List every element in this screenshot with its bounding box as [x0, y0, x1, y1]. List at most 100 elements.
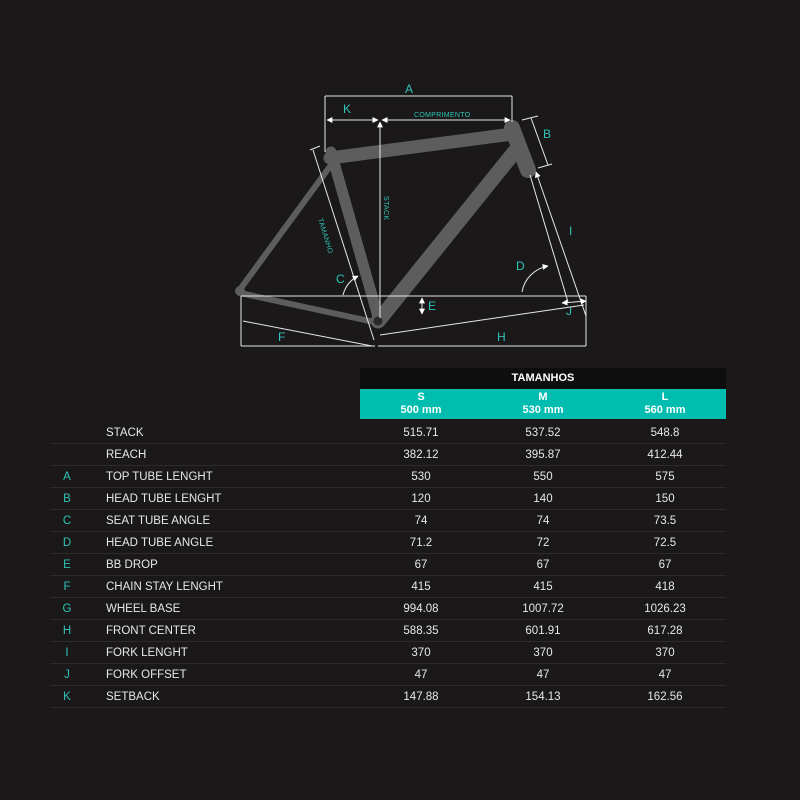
label-a: A — [405, 82, 413, 96]
row-value-m: 140 — [533, 493, 553, 505]
row-value-m: 601.91 — [525, 625, 561, 637]
dimension-e: E — [419, 297, 436, 315]
row-value-m: 47 — [536, 669, 550, 681]
dimension-d: D — [516, 259, 549, 293]
row-value-l: 548.8 — [650, 427, 680, 439]
dimension-c: C — [336, 272, 359, 296]
row-value-s: 71.2 — [409, 537, 433, 549]
dimension-b: B — [521, 115, 553, 169]
row-label: TOP TUBE LENGHT — [106, 471, 213, 483]
row-value-l: 67 — [658, 559, 672, 571]
row-value-l: 162.56 — [647, 691, 683, 703]
row-label: REACH — [106, 449, 147, 461]
head-tube — [504, 120, 536, 178]
row-value-s: 382.12 — [403, 449, 439, 461]
down-tube — [371, 142, 524, 328]
row-value-m: 550 — [533, 471, 553, 483]
seat-tube — [325, 146, 385, 326]
bottom-bracket — [370, 313, 386, 329]
top-tube — [323, 127, 519, 165]
row-letter: I — [65, 647, 69, 659]
table-title: TAMANHOS — [360, 368, 726, 389]
row-value-m: 72 — [536, 537, 550, 549]
row-label: HEAD TUBE LENGHT — [106, 493, 222, 505]
row-label: STACK — [106, 427, 144, 439]
row-label: SETBACK — [106, 691, 160, 703]
row-value-m: 67 — [536, 559, 550, 571]
row-value-s: 415 — [411, 581, 431, 593]
row-value-l: 575 — [655, 471, 675, 483]
row-value-s: 120 — [411, 493, 431, 505]
row-value-s: 530 — [411, 471, 431, 483]
row-label: SEAT TUBE ANGLE — [106, 515, 211, 527]
dimension-h: H — [378, 304, 586, 347]
row-value-m: 1007.72 — [522, 603, 564, 615]
row-label: FRONT CENTER — [106, 625, 196, 637]
row-label: BB DROP — [106, 559, 158, 571]
seat-stay — [238, 162, 334, 291]
row-value-l: 617.28 — [647, 625, 683, 637]
table-row: A TOP TUBE LENGHT 530 550 575 — [50, 466, 726, 488]
row-letter: A — [63, 471, 71, 483]
row-letter: H — [62, 625, 72, 637]
table-row: B HEAD TUBE LENGHT 120 140 150 — [50, 488, 726, 510]
row-value-l: 72.5 — [653, 537, 677, 549]
row-value-l: 412.44 — [647, 449, 683, 461]
label-f: F — [278, 330, 285, 344]
table-row: D HEAD TUBE ANGLE 71.2 72 72.5 — [50, 532, 726, 554]
dimension-stack: STACK — [377, 121, 389, 318]
dimension-k: K COMPRIMENTO — [326, 102, 511, 123]
row-value-s: 370 — [411, 647, 431, 659]
row-value-s: 47 — [414, 669, 428, 681]
row-value-m: 74 — [536, 515, 550, 527]
label-h: H — [497, 330, 506, 344]
label-k: K — [343, 102, 351, 116]
row-value-l: 73.5 — [653, 515, 677, 527]
row-value-m: 537.52 — [525, 427, 561, 439]
label-comprimento: COMPRIMENTO — [414, 112, 471, 119]
dimension-a: A — [324, 82, 513, 152]
table-row: E BB DROP 67 67 67 — [50, 554, 726, 576]
table-row: REACH 382.12 395.87 412.44 — [50, 444, 726, 466]
label-stack: STACK — [382, 196, 389, 220]
row-value-m: 415 — [533, 581, 553, 593]
row-letter: J — [64, 669, 70, 681]
label-i: I — [569, 224, 572, 238]
dimension-j: J — [561, 296, 587, 346]
row-label: HEAD TUBE ANGLE — [106, 537, 214, 549]
row-value-m: 154.13 — [525, 691, 561, 703]
label-tamanho: TAMANHO — [316, 218, 333, 255]
row-value-l: 47 — [658, 669, 672, 681]
row-letter: C — [62, 515, 72, 527]
bike-frame — [235, 120, 536, 329]
table-row: F CHAIN STAY LENGHT 415 415 418 — [50, 576, 726, 598]
row-value-s: 147.88 — [403, 691, 439, 703]
row-value-m: 370 — [533, 647, 553, 659]
label-j: J — [566, 304, 572, 318]
row-value-s: 994.08 — [403, 603, 439, 615]
row-value-l: 370 — [655, 647, 675, 659]
row-letter: E — [63, 559, 71, 571]
row-value-s: 588.35 — [403, 625, 439, 637]
frame-geometry-diagram: A K COMPRIMENTO STACK B TAMANHO C E — [235, 82, 587, 347]
dimension-i: I — [529, 171, 587, 317]
row-value-l: 418 — [655, 581, 675, 593]
label-c: C — [336, 272, 345, 286]
table-row: H FRONT CENTER 588.35 601.91 617.28 — [50, 620, 726, 642]
row-value-s: 67 — [414, 559, 428, 571]
row-label: CHAIN STAY LENGHT — [106, 581, 223, 593]
row-letter: D — [62, 537, 72, 549]
row-value-m: 395.87 — [525, 449, 561, 461]
row-letter: B — [63, 493, 71, 505]
row-letter: F — [63, 581, 71, 593]
row-value-l: 150 — [655, 493, 675, 505]
dropout — [235, 286, 245, 296]
